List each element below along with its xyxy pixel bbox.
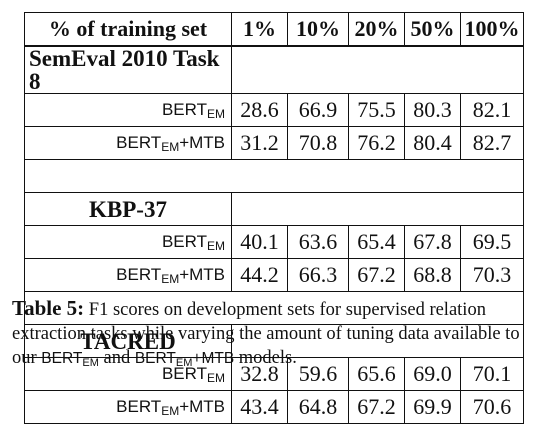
score-cell: 28.6 — [231, 93, 288, 127]
score-cell: 70.1 — [460, 357, 524, 391]
row-model-label: BERTEM+MTB — [24, 126, 232, 160]
score-cell: 69.0 — [404, 357, 461, 391]
header-col-50: 50% — [404, 12, 461, 47]
caption-model-2-name: BERT — [134, 350, 176, 367]
header-col-1: 1% — [231, 12, 288, 47]
score-cell: 70.8 — [287, 126, 349, 160]
group-title: KBP-37 — [24, 192, 232, 226]
row-model-label: BERTEM — [24, 93, 232, 127]
score-cell: 43.4 — [231, 390, 288, 424]
score-cell: 70.3 — [460, 258, 524, 292]
score-cell: 66.3 — [287, 258, 349, 292]
header-col-100: 100% — [460, 12, 524, 47]
document-page: % of training set 1% 10% 20% 50% 100% Se… — [12, 12, 537, 424]
model-suffix: +MTB — [179, 264, 225, 284]
score-cell: 40.1 — [231, 225, 288, 259]
model-name: BERT — [116, 396, 162, 416]
score-cell: 44.2 — [231, 258, 288, 292]
score-cell: 75.5 — [348, 93, 405, 127]
group-spacer-cell — [24, 291, 524, 325]
group-title: SemEval 2010 Task 8 — [24, 45, 232, 94]
model-name: BERT — [116, 264, 162, 284]
score-cell: 63.6 — [287, 225, 349, 259]
score-cell: 31.2 — [231, 126, 288, 160]
score-cell: 82.7 — [460, 126, 524, 160]
group-spacer-cell — [24, 159, 524, 193]
model-subscript: EM — [161, 403, 180, 418]
caption-label: Table 5: — [12, 296, 85, 320]
score-cell: 67.2 — [348, 390, 405, 424]
header-label: % of training set — [24, 12, 232, 47]
model-subscript: EM — [207, 238, 225, 253]
caption-model-2: BERTEM+MTB — [134, 350, 235, 369]
header-col-20: 20% — [348, 12, 405, 47]
caption-model-1-sub: EM — [82, 357, 99, 369]
model-subscript: EM — [161, 139, 180, 154]
score-cell: 32.8 — [231, 357, 288, 391]
score-cell: 59.6 — [287, 357, 349, 391]
score-cell: 65.4 — [348, 225, 405, 259]
table-header-row: % of training set 1% 10% 20% 50% 100% — [24, 12, 524, 47]
group-title-empty-cell — [231, 324, 524, 358]
group-header-semeval-2010-task-8: SemEval 2010 Task 8 — [24, 45, 524, 94]
score-cell: 67.2 — [348, 258, 405, 292]
model-subscript: EM — [207, 106, 225, 121]
caption-model-2-suffix: +MTB — [192, 350, 235, 367]
score-cell: 82.1 — [460, 93, 524, 127]
score-cell: 69.5 — [460, 225, 524, 259]
score-cell: 76.2 — [348, 126, 405, 160]
row-model-label: BERTEM+MTB — [24, 258, 232, 292]
score-cell: 70.6 — [460, 390, 524, 424]
group-title-empty-cell — [231, 45, 524, 94]
group-header-kbp-37: KBP-37 — [24, 192, 524, 226]
row-model-label: BERTEM — [24, 357, 232, 391]
score-cell: 69.9 — [404, 390, 461, 424]
score-cell: 68.8 — [404, 258, 461, 292]
model-name: BERT — [161, 99, 207, 119]
group-header-tacred: TACRED — [24, 324, 524, 358]
model-subscript: EM — [207, 370, 225, 385]
model-suffix: +MTB — [179, 132, 225, 152]
group-spacer — [24, 159, 524, 193]
row-model-label: BERTEM+MTB — [24, 390, 232, 424]
score-cell: 67.8 — [404, 225, 461, 259]
model-subscript: EM — [161, 271, 180, 286]
score-cell: 80.4 — [404, 126, 461, 160]
group-spacer — [24, 291, 524, 325]
caption-text-2: and — [98, 348, 135, 368]
model-suffix: +MTB — [179, 396, 225, 416]
model-name: BERT — [116, 132, 162, 152]
caption-model-2-sub: EM — [175, 357, 193, 369]
caption-text-1: F1 scores on development sets for superv… — [12, 300, 520, 368]
group-title-empty-cell — [231, 192, 524, 226]
score-cell: 65.6 — [348, 357, 405, 391]
caption-model-1-name: BERT — [41, 350, 83, 367]
score-cell: 66.9 — [287, 93, 349, 127]
score-cell: 64.8 — [287, 390, 349, 424]
model-name: BERT — [161, 363, 207, 383]
table-caption: Table 5: F1 scores on development sets f… — [12, 296, 537, 375]
model-name: BERT — [161, 231, 207, 251]
score-cell: 80.3 — [404, 93, 461, 127]
header-col-10: 10% — [287, 12, 349, 47]
row-model-label: BERTEM — [24, 225, 232, 259]
caption-text-3: models. — [234, 348, 297, 368]
caption-model-1: BERTEM — [41, 350, 99, 369]
